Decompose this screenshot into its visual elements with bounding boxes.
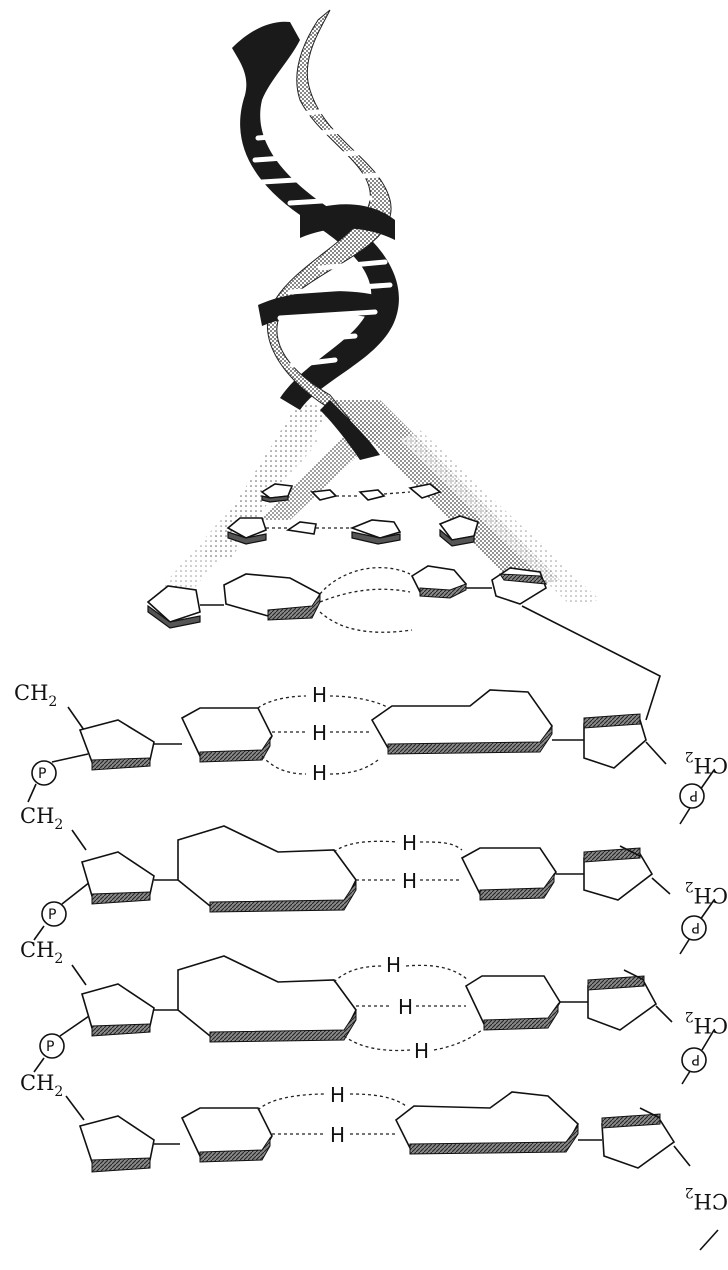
sugar-ring <box>82 984 154 1028</box>
sugar-ring <box>82 852 154 896</box>
base-ring <box>372 690 552 748</box>
base-ring <box>178 956 356 1036</box>
hydrogen-bond-label: H <box>402 869 417 893</box>
right-backbone: P P P CH2 CH2 CH2 CH2 <box>584 714 728 1250</box>
phosphate-label: P <box>48 907 56 923</box>
hydrogen-bond-label: H <box>414 1039 429 1063</box>
hydrogen-bond-label: H <box>312 683 327 707</box>
hydrogen-bond-label: H <box>398 995 413 1019</box>
double-helix-illustration <box>150 10 600 605</box>
ch2-label-left: CH2 <box>20 804 63 833</box>
base-ring <box>462 848 556 894</box>
hydrogen-bond-label: H <box>312 761 327 785</box>
hydrogen-bond-label: H <box>330 1123 345 1147</box>
ch2-label-left: CH2 <box>14 681 57 710</box>
base-ring <box>182 708 272 756</box>
base-pair-1: H H H <box>154 683 584 785</box>
hydrogen-bond-label: H <box>386 953 401 977</box>
ch2-label-right: CH2 <box>685 878 728 907</box>
ch2-label-left: CH2 <box>20 1071 63 1100</box>
hydrogen-bond-label: H <box>402 831 417 855</box>
phosphate-label: P <box>46 1039 54 1055</box>
left-backbone: CH2 CH2 CH2 CH2 P P P <box>14 681 154 1172</box>
ch2-label-left: CH2 <box>20 938 63 967</box>
base-pair-2: H H <box>154 826 584 912</box>
ch2-label-right: CH2 <box>685 748 728 777</box>
base-pair-3: H H H <box>154 953 588 1063</box>
sugar-ring <box>80 1116 154 1162</box>
base-ring <box>466 976 560 1024</box>
base-ring <box>178 826 356 906</box>
base-ring <box>182 1108 272 1156</box>
hydrogen-bond-label: H <box>312 721 327 745</box>
phosphate-label: P <box>690 787 698 803</box>
ch2-label-right: CH2 <box>685 1008 728 1037</box>
phosphate-label: P <box>38 766 46 782</box>
phosphate-label: P <box>692 1051 700 1067</box>
base-pair-4: H H <box>154 1083 602 1162</box>
sugar-ring <box>80 720 154 762</box>
base-ring <box>396 1092 578 1148</box>
hydrogen-bond-label: H <box>330 1083 345 1107</box>
ch2-label-right: CH2 <box>685 1184 728 1213</box>
phosphate-label: P <box>692 919 700 935</box>
